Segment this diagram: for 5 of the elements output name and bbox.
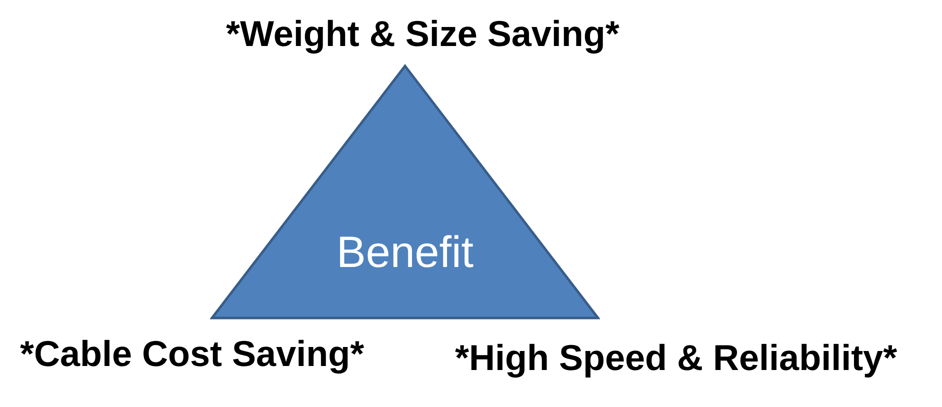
corner-label: *Cable Cost Saving* [20,333,364,374]
corner-label: *Weight & Size Saving* [226,13,620,54]
triangle-shape [210,64,600,320]
corner-label: *High Speed & Reliability* [455,337,898,378]
node-label: Benefit [336,228,474,279]
